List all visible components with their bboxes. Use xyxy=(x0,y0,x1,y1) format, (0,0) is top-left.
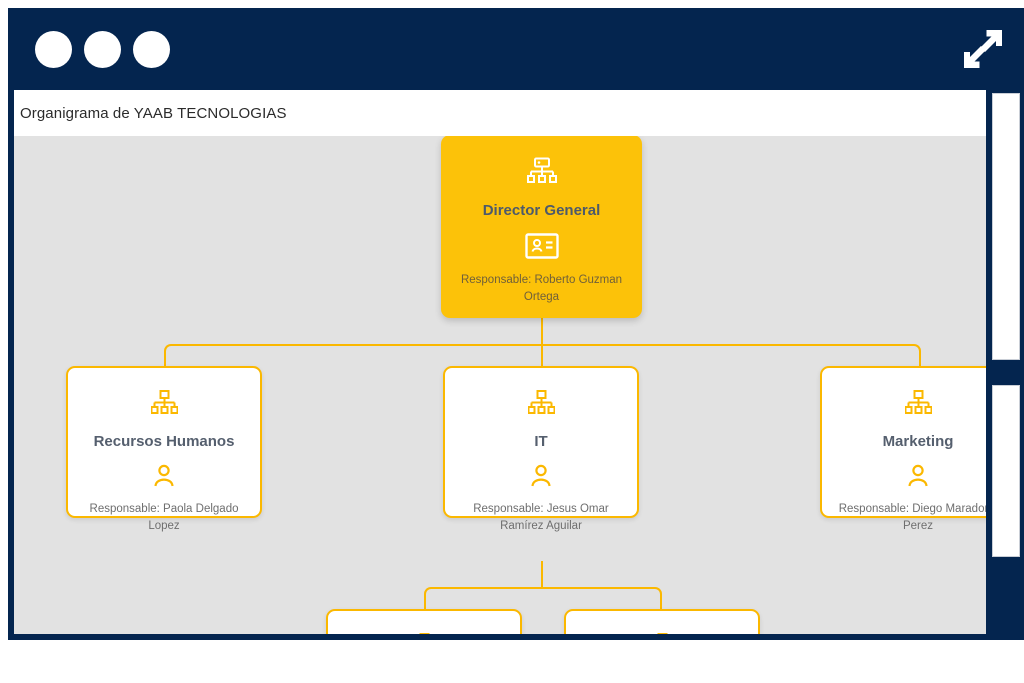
org-node-title: Marketing xyxy=(882,433,954,450)
connector-it-stem xyxy=(541,561,543,587)
id-card-icon xyxy=(524,233,559,264)
org-node-it[interactable]: IT Responsable: Jesus Omar Ramírez Aguil… xyxy=(443,366,639,532)
sitemap-icon xyxy=(150,390,178,421)
org-node-responsible: Responsable: Jesus Omar Ramírez Aguilar xyxy=(473,503,609,532)
connector-drop-it xyxy=(541,344,543,366)
browser-window-frame: Organigrama de YAAB TECNOLOGIAS xyxy=(8,8,1024,640)
connector-root-stem xyxy=(541,318,543,344)
window-titlebar xyxy=(8,8,1024,90)
sitemap-icon xyxy=(649,633,676,634)
user-icon xyxy=(152,464,176,493)
org-node-responsible: Responsable: Diego Maradona Perez xyxy=(838,503,986,532)
user-icon xyxy=(529,464,553,493)
org-node-consultoria[interactable]: Consultoria xyxy=(564,609,760,634)
org-node-responsible: Responsable: Roberto Guzman Ortega xyxy=(460,274,623,303)
org-node-title: Director General xyxy=(482,202,601,219)
sitemap-icon xyxy=(526,157,557,190)
expand-arrows-glyph xyxy=(964,30,1002,68)
app-viewport: Organigrama de YAAB TECNOLOGIAS xyxy=(14,90,986,634)
sitemap-icon xyxy=(411,633,438,634)
window-controls xyxy=(35,31,170,68)
page-header: Organigrama de YAAB TECNOLOGIAS xyxy=(14,90,986,136)
org-node-responsible: Responsable: Paola Delgado Lopez xyxy=(89,503,239,532)
vertical-scrollbar-thumb-lower[interactable] xyxy=(992,385,1020,557)
sitemap-icon xyxy=(527,390,555,421)
window-dot-close[interactable] xyxy=(35,31,72,68)
expand-arrows-icon[interactable] xyxy=(959,25,1007,73)
page-title: Organigrama de YAAB TECNOLOGIAS xyxy=(20,104,287,122)
user-icon xyxy=(906,464,930,493)
org-node-recursos-humanos[interactable]: Recursos Humanos Responsable: Paola Delg… xyxy=(66,366,262,532)
sitemap-icon xyxy=(904,390,932,421)
org-node-title: Recursos Humanos xyxy=(93,433,235,450)
connector-level3-bracket xyxy=(424,587,662,609)
org-node-title: IT xyxy=(534,433,548,450)
org-node-development-area[interactable]: Development area xyxy=(326,609,522,634)
window-dot-maximize[interactable] xyxy=(133,31,170,68)
window-dot-minimize[interactable] xyxy=(84,31,121,68)
vertical-scrollbar-thumb-upper[interactable] xyxy=(992,93,1020,360)
org-node-director-general[interactable]: Director General Responsable: Roberto Gu… xyxy=(441,136,642,318)
org-chart-canvas[interactable]: Director General Responsable: Roberto Gu… xyxy=(14,136,986,634)
org-node-marketing[interactable]: Marketing Responsable: Diego Maradona Pe… xyxy=(820,366,986,532)
